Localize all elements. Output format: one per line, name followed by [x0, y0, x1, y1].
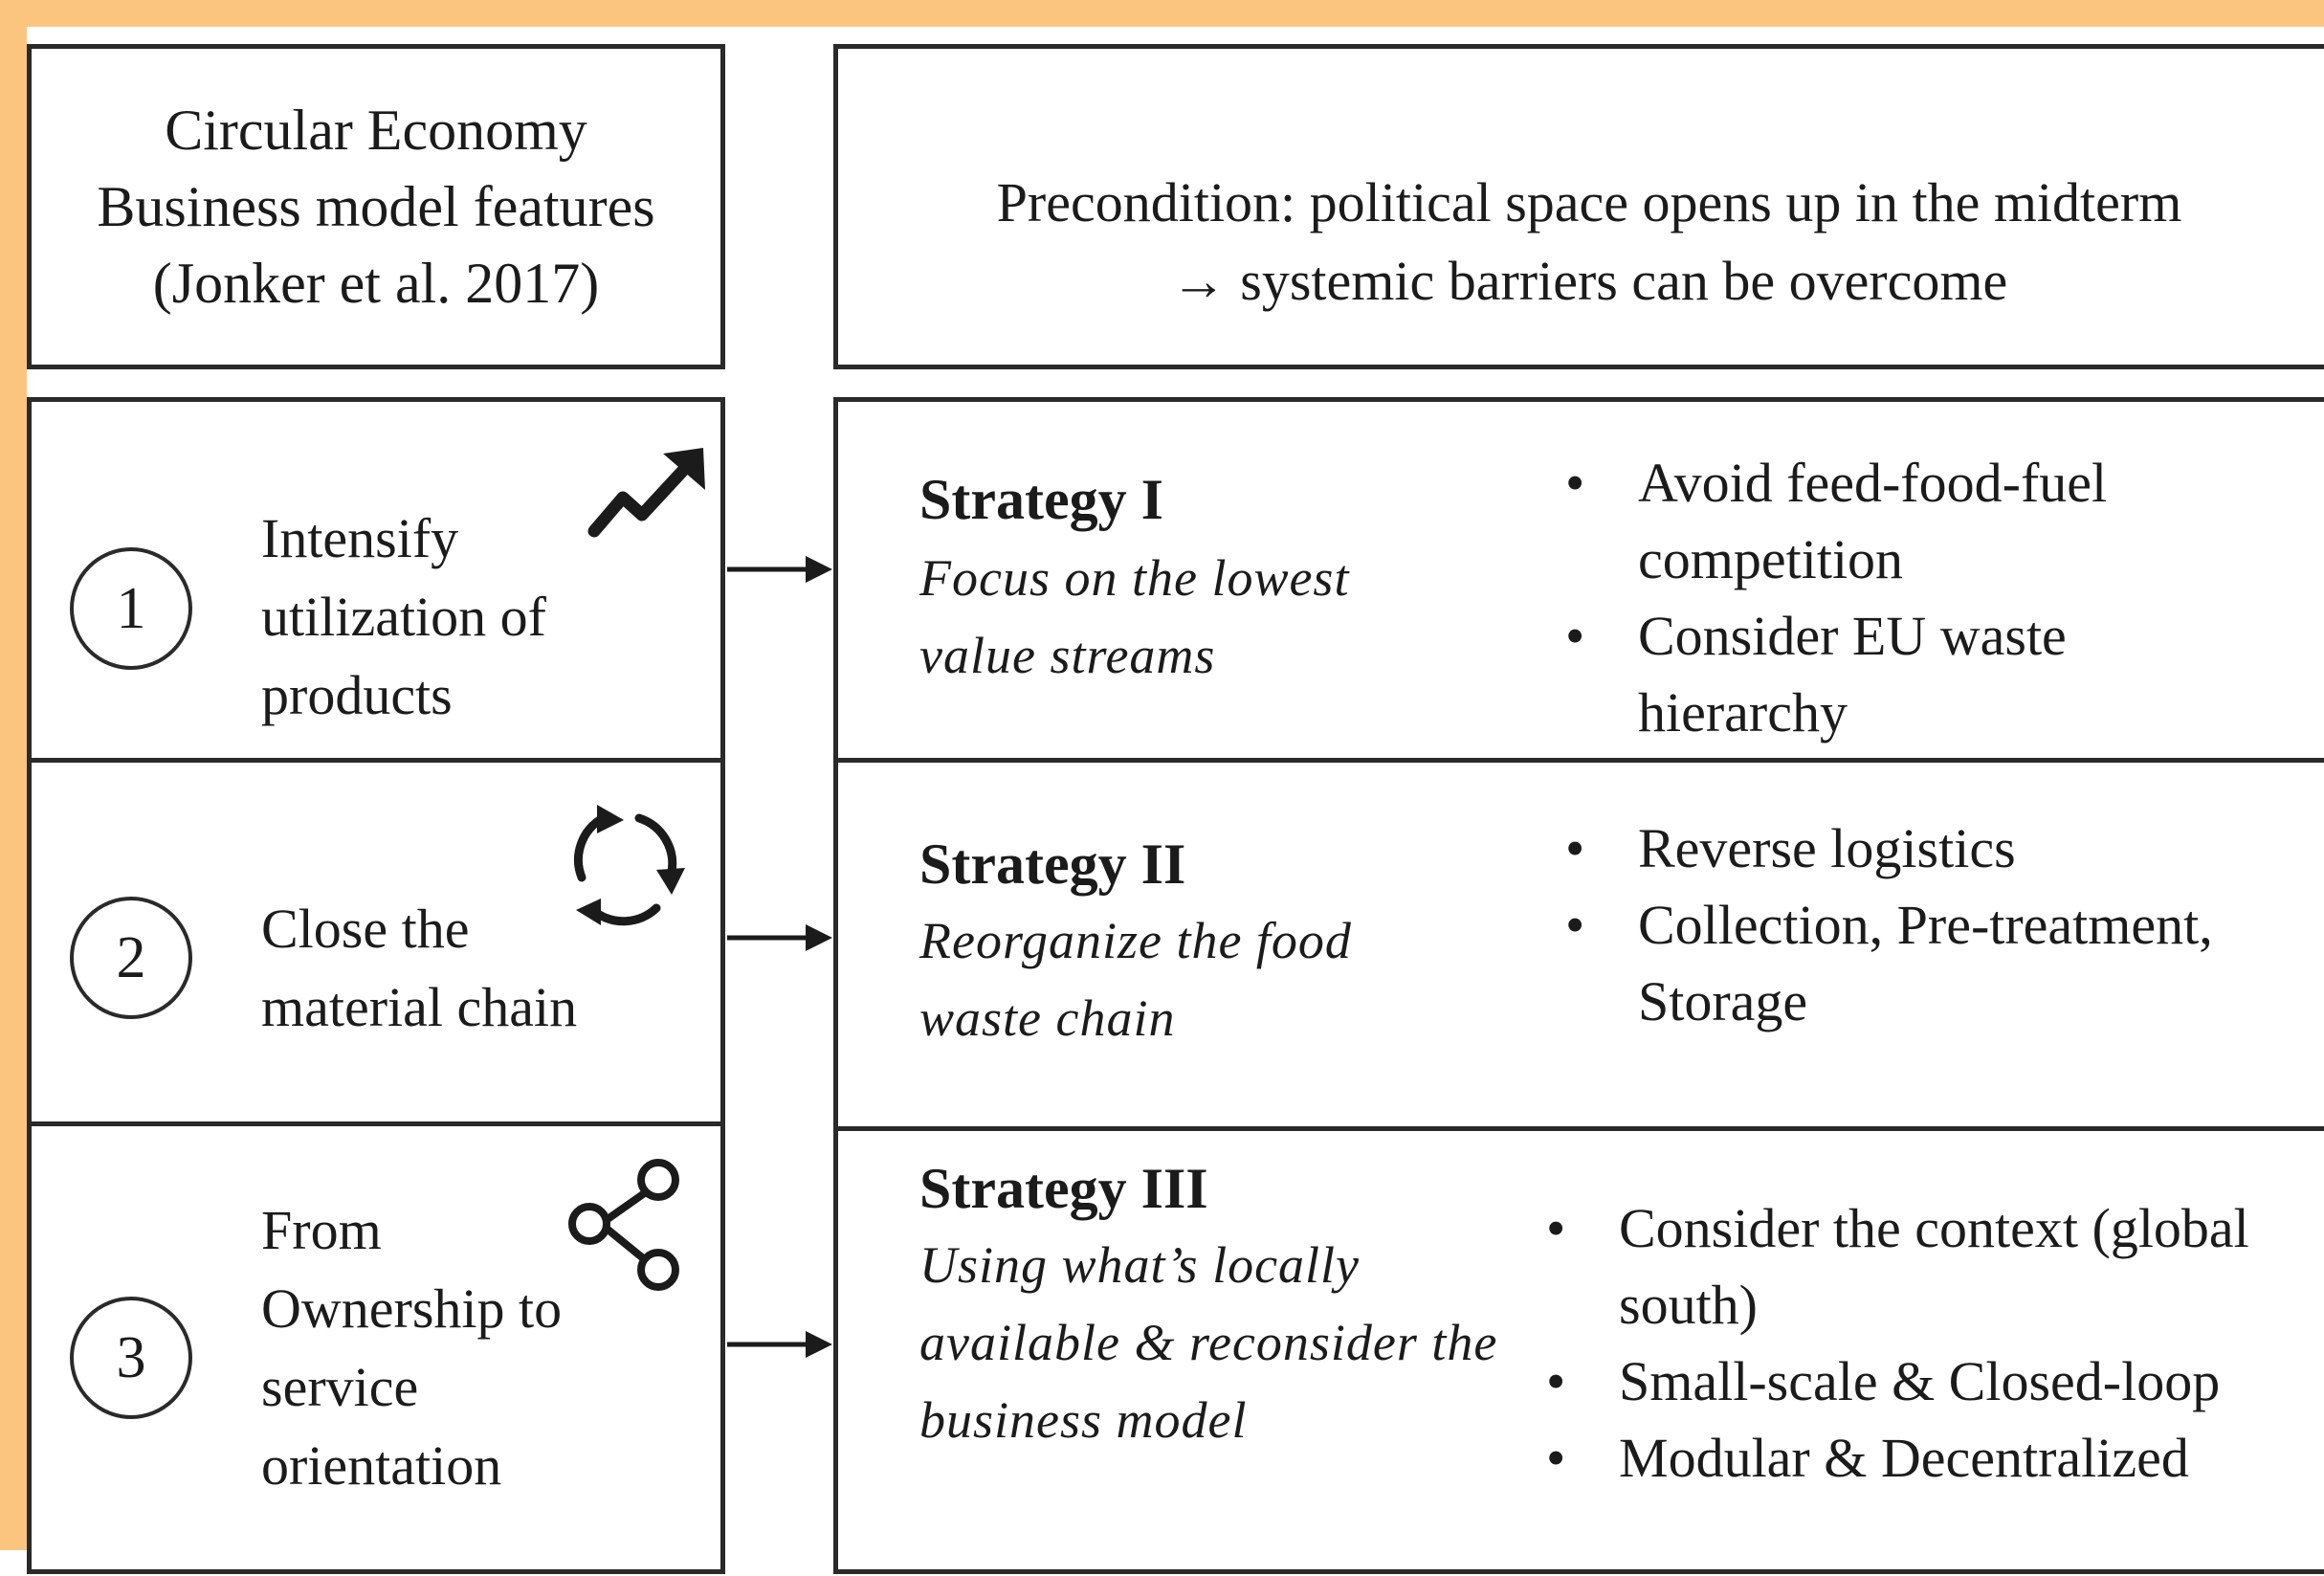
- feature-row-1: 1 Intensify utilization of products: [32, 402, 720, 758]
- trending-up-icon: [587, 448, 705, 538]
- arrow-right-icon: [727, 556, 832, 583]
- strategy-bullet: Consider EU waste hierarchy: [1565, 598, 2254, 751]
- strategy-title: Strategy II: [919, 832, 1186, 896]
- precondition-box: Precondition: political space opens up i…: [833, 44, 2324, 369]
- strategy-row-3: Strategy III Using what’s locally availa…: [838, 1131, 2324, 1576]
- strategy-bullet-list: Avoid feed-food-fuel competition Conside…: [1565, 445, 2254, 751]
- feature-number-circle: 3: [70, 1297, 192, 1419]
- strategy-title: Strategy I: [919, 468, 1163, 531]
- feature-label: Close the material chain: [261, 898, 578, 1038]
- frame-top: [0, 0, 2324, 27]
- frame-left: [0, 0, 27, 1550]
- strategy-divider: [838, 758, 2324, 763]
- feature-row-2: 2 Close the material chain: [32, 763, 720, 1121]
- feature-label: From Ownership to service orientation: [261, 1199, 563, 1497]
- strategy-description: Reorganize the food waste chain: [919, 912, 1352, 1047]
- precondition-line-2: → systemic barriers can be overcome: [1170, 250, 2008, 312]
- strategies-column: Strategy I Focus on the lowest value str…: [833, 397, 2324, 1574]
- feature-number-circle: 2: [70, 897, 192, 1019]
- feature-number-circle: 1: [70, 547, 192, 670]
- strategy-bullet-list: Reverse logistics Collection, Pre-treatm…: [1565, 810, 2254, 1040]
- recycle-arrows-icon: [574, 805, 685, 926]
- strategy-bullet: Avoid feed-food-fuel competition: [1565, 445, 2254, 598]
- strategy-row-1: Strategy I Focus on the lowest value str…: [838, 402, 2324, 758]
- features-header-box: Circular Economy Business model features…: [27, 44, 725, 369]
- strategy-bullet: Reverse logistics: [1565, 810, 2254, 887]
- feature-divider: [32, 758, 720, 763]
- feature-row-3: 3 From Ownership to service orientation: [32, 1126, 720, 1576]
- strategy-bullet: Small-scale & Closed-loop: [1546, 1343, 2324, 1420]
- strategy-bullet: Modular & Decentralized: [1546, 1420, 2324, 1497]
- arrow-right-icon: [727, 1331, 832, 1358]
- feature-label: Intensify utilization of products: [261, 507, 546, 726]
- features-column: 1 Intensify utilization of products 2 Cl…: [27, 397, 725, 1574]
- strategy-description: Focus on the lowest value streams: [919, 549, 1350, 684]
- features-header-title: Circular Economy Business model features…: [97, 99, 655, 315]
- feature-divider: [32, 1121, 720, 1126]
- strategy-row-2: Strategy II Reorganize the food waste ch…: [838, 763, 2324, 1126]
- strategy-title: Strategy III: [919, 1157, 1208, 1220]
- precondition-line-1: Precondition: political space opens up i…: [996, 171, 2182, 233]
- arrow-right-icon: [727, 924, 832, 951]
- strategy-divider: [838, 1126, 2324, 1131]
- strategy-bullet-list: Consider the context (global south) Smal…: [1546, 1190, 2324, 1497]
- share-icon: [568, 1159, 679, 1291]
- strategy-bullet: Consider the context (global south): [1546, 1190, 2324, 1343]
- strategy-description: Using what’s locally available & reconsi…: [919, 1236, 1498, 1449]
- strategy-bullet: Collection, Pre-treatment, Storage: [1565, 887, 2254, 1040]
